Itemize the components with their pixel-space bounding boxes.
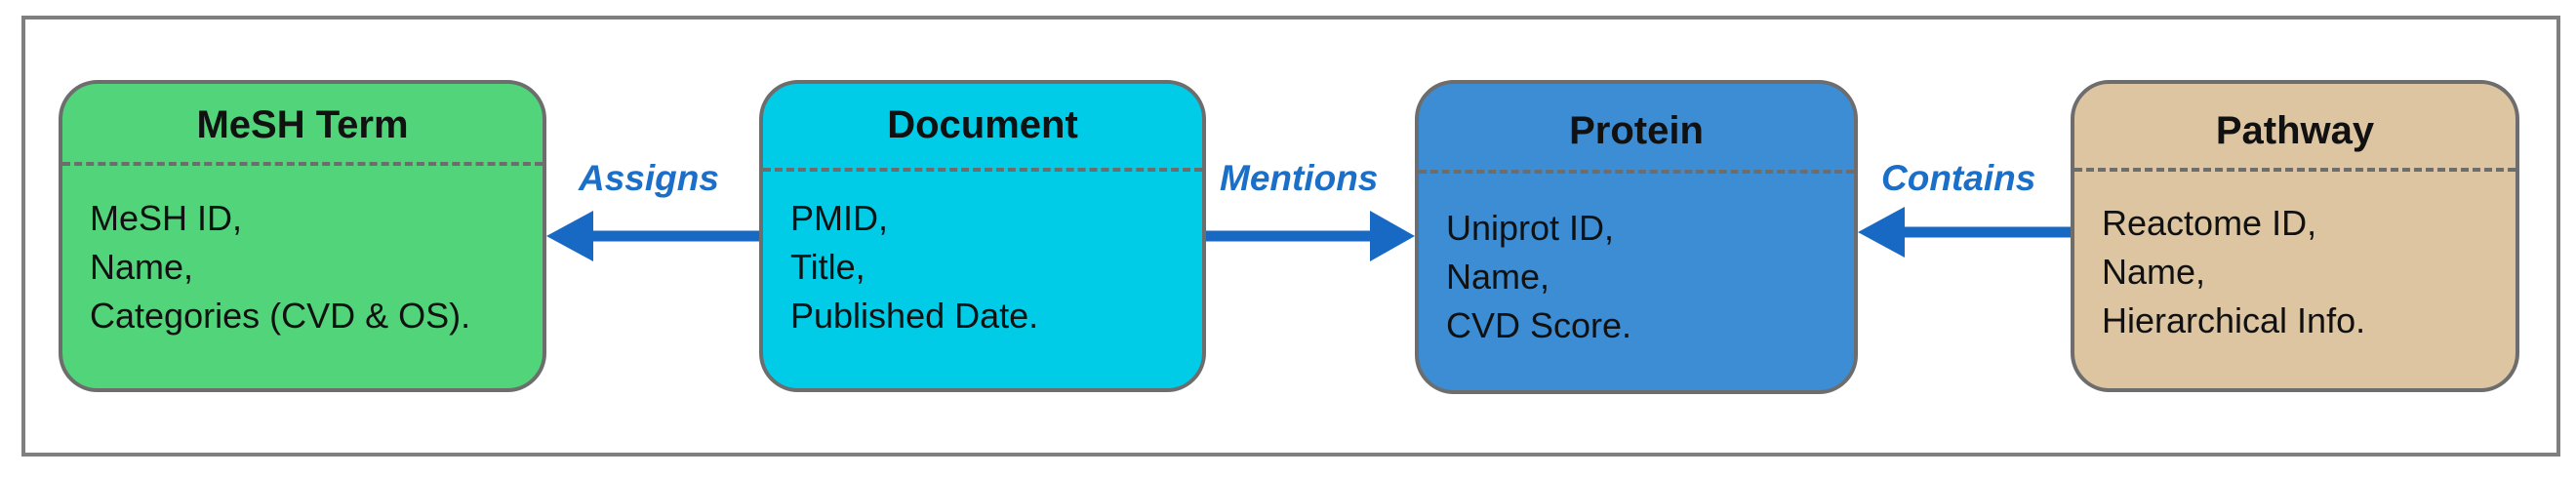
field-item: Categories (CVD & OS). — [90, 296, 471, 336]
entity-divider — [1419, 170, 1854, 174]
entity-fields: PMID, Title, Published Date. — [790, 194, 1192, 340]
entity-fields: MeSH ID, Name, Categories (CVD & OS). — [90, 194, 533, 340]
field-item: Published Date. — [790, 296, 1039, 336]
contains-arrowhead — [1858, 207, 1905, 258]
field-item: Uniprot ID, — [1446, 208, 1615, 248]
entity-divider — [62, 162, 543, 166]
entity-title: MeSH Term — [196, 103, 409, 146]
entity-fields: Reactome ID, Name, Hierarchical Info. — [2102, 199, 2506, 345]
field-item: Name, — [2102, 252, 2206, 292]
entity-divider — [763, 168, 1202, 172]
entity-title: Protein — [1569, 109, 1704, 152]
entity-title: Document — [887, 103, 1078, 146]
field-item: Reactome ID, — [2102, 203, 2317, 243]
field-item: Name, — [1446, 257, 1550, 297]
mentions-label: Mentions — [1220, 158, 1379, 198]
field-item: Hierarchical Info. — [2102, 300, 2366, 340]
document-entity: Document PMID, Title, Published Date. — [759, 80, 1206, 392]
assigns-arrowhead — [546, 211, 593, 261]
entity-title: Pathway — [2215, 109, 2375, 152]
field-item: MeSH ID, — [90, 198, 243, 238]
entity-divider — [2074, 168, 2516, 172]
field-item: Title, — [790, 247, 865, 287]
field-item: CVD Score. — [1446, 305, 1632, 345]
assigns-label: Assigns — [579, 158, 719, 198]
protein-entity: Protein Uniprot ID, Name, CVD Score. — [1415, 80, 1858, 394]
field-item: Name, — [90, 247, 194, 287]
mentions-arrowhead — [1370, 211, 1415, 261]
field-item: PMID, — [790, 198, 889, 238]
contains-label: Contains — [1881, 158, 2036, 198]
entity-fields: Uniprot ID, Name, CVD Score. — [1446, 204, 1844, 350]
pathway-entity: Pathway Reactome ID, Name, Hierarchical … — [2071, 80, 2519, 392]
mesh-term-entity: MeSH Term MeSH ID, Name, Categories (CVD… — [59, 80, 546, 392]
